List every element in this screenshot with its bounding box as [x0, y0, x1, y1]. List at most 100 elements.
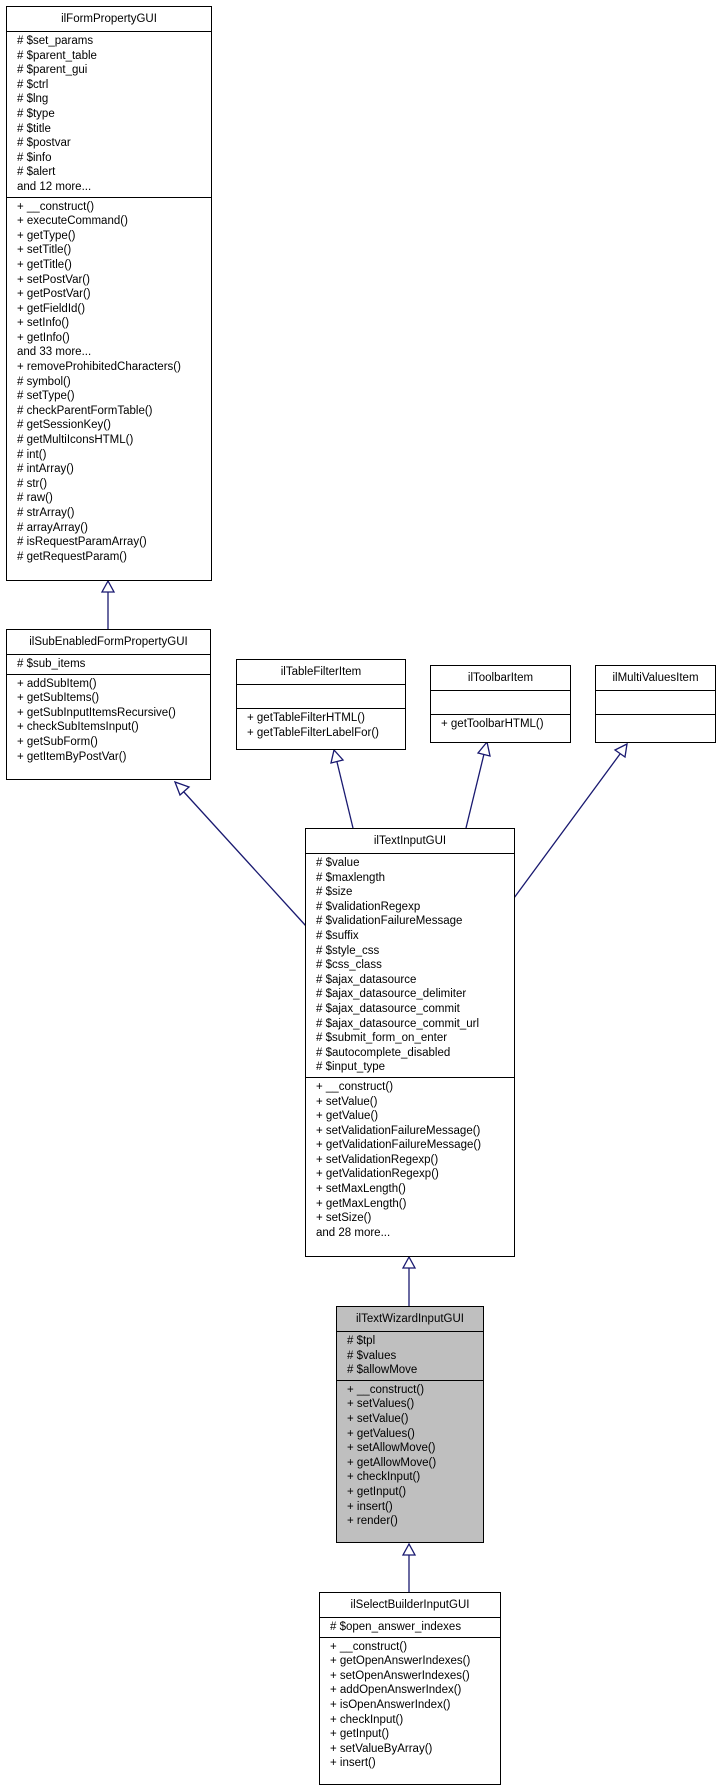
- class-member: # arrayArray(): [17, 521, 88, 534]
- class-member: # $ctrl: [17, 78, 49, 91]
- class-member: + getValidationFailureMessage(): [316, 1139, 482, 1152]
- class-name: ilTextInputGUI: [373, 835, 447, 847]
- class-member: + __construct(): [17, 200, 95, 213]
- attributes-section: # $sub_items: [7, 654, 210, 674]
- attributes-section: # $open_answer_indexes: [320, 1617, 500, 1637]
- class-box-iltextwizardinputgui[interactable]: ilTextWizardInputGUI # $tpl# $values# $a…: [336, 1306, 484, 1543]
- class-name: ilToolbarItem: [467, 672, 534, 684]
- class-box-iltextinputgui[interactable]: ilTextInputGUI # $value# $maxlength# $si…: [305, 828, 515, 1257]
- class-member: + getInput(): [330, 1728, 390, 1741]
- class-member: + __construct(): [316, 1080, 394, 1093]
- class-box-ilformpropertygui[interactable]: ilFormPropertyGUI # $set_params# $parent…: [6, 6, 212, 581]
- methods-section: [596, 714, 715, 742]
- class-box-ilselectbuilderinputgui[interactable]: ilSelectBuilderInputGUI # $open_answer_i…: [319, 1592, 501, 1785]
- class-member: # setType(): [17, 390, 75, 403]
- class-name: ilMultiValuesItem: [612, 672, 699, 684]
- class-member: # $values: [347, 1349, 397, 1362]
- arrowhead-tablefilter: [330, 748, 345, 764]
- class-member: # intArray(): [17, 463, 74, 476]
- class-member: + getSubInputItemsRecursive(): [17, 706, 176, 719]
- attributes-section: [431, 690, 570, 714]
- class-member: + getAllowMove(): [347, 1456, 437, 1469]
- class-member: # $style_css: [316, 944, 380, 957]
- class-member: # int(): [17, 448, 47, 461]
- class-member: # $parent_gui: [17, 64, 88, 77]
- attributes-section: [237, 684, 405, 708]
- class-member: + setSize(): [316, 1212, 372, 1225]
- class-member: + getValues(): [347, 1427, 415, 1440]
- class-member: + setValidationFailureMessage(): [316, 1124, 481, 1137]
- class-member: + getFieldId(): [17, 302, 86, 315]
- class-member: + __construct(): [347, 1383, 425, 1396]
- class-box-ilsubenabledformpropertygui[interactable]: ilSubEnabledFormPropertyGUI # $sub_items…: [6, 629, 211, 780]
- class-member: + insert(): [347, 1500, 393, 1513]
- class-name: ilTextWizardInputGUI: [355, 1313, 464, 1325]
- class-member: + executeCommand(): [17, 215, 128, 228]
- class-member: # symbol(): [17, 375, 71, 388]
- class-member: # $postvar: [17, 137, 71, 150]
- class-member: # $type: [17, 107, 55, 120]
- class-member: # $alert: [17, 166, 56, 179]
- class-member: + getSubItems(): [17, 692, 100, 705]
- more-members-note: and 12 more...: [17, 180, 92, 193]
- class-member: # $submit_form_on_enter: [316, 1032, 448, 1045]
- class-member: # raw(): [17, 492, 53, 505]
- class-box-iltoolbaritem[interactable]: ilToolbarItem + getToolbarHTML(): [430, 665, 571, 743]
- class-member: # $info: [17, 151, 52, 164]
- class-member: + setTitle(): [17, 244, 72, 257]
- class-member: # $parent_table: [17, 49, 97, 62]
- class-member: + setValidationRegexp(): [316, 1153, 439, 1166]
- class-member: # $allowMove: [347, 1364, 418, 1377]
- methods-section: + __construct()+ setValues()+ setValue()…: [337, 1379, 483, 1531]
- class-member: # $ajax_datasource_delimiter: [316, 988, 467, 1001]
- attributes-section: # $set_params# $parent_table# $parent_gu…: [7, 31, 211, 197]
- attributes-section: [596, 690, 715, 714]
- class-box-iltablefilteritem[interactable]: ilTableFilterItem + getTableFilterHTML()…: [236, 659, 406, 750]
- class-member: + getValidationRegexp(): [316, 1168, 439, 1181]
- edge-textinput-to-tablefilter: [336, 761, 354, 829]
- more-members-note: and 28 more...: [316, 1226, 391, 1239]
- class-member: # strArray(): [17, 507, 75, 519]
- class-member: # $maxlength: [316, 871, 386, 884]
- class-member: + insert(): [330, 1757, 376, 1770]
- class-member: # $input_type: [316, 1061, 386, 1074]
- class-member: + isOpenAnswerIndex(): [330, 1698, 451, 1711]
- class-name: ilTableFilterItem: [280, 666, 362, 678]
- attributes-section: # $tpl# $values# $allowMove: [337, 1331, 483, 1380]
- methods-section: + addSubItem()+ getSubItems()+ getSubInp…: [7, 673, 210, 767]
- methods-section: + __construct()+ executeCommand()+ getTy…: [7, 196, 211, 567]
- class-member: # $validationFailureMessage: [316, 915, 463, 928]
- class-member: + getSubForm(): [17, 735, 98, 748]
- class-member: # getRequestParam(): [17, 550, 127, 563]
- class-name: ilFormPropertyGUI: [61, 13, 157, 25]
- class-member: # $ajax_datasource_commit_url: [316, 1017, 480, 1030]
- class-member: + setAllowMove(): [347, 1442, 436, 1455]
- class-member: + checkSubItemsInput(): [17, 721, 139, 734]
- class-member: + setOpenAnswerIndexes(): [330, 1669, 470, 1682]
- class-box-ilmultivaluesitem[interactable]: ilMultiValuesItem: [595, 665, 716, 743]
- edge-textinput-to-multivalues: [513, 753, 621, 899]
- class-member: # $suffix: [316, 929, 359, 942]
- class-member: + setPostVar(): [17, 273, 90, 286]
- methods-section: + __construct()+ setValue()+ getValue()+…: [306, 1076, 514, 1243]
- class-member: + getInput(): [347, 1485, 407, 1498]
- class-member: + removeProhibitedCharacters(): [17, 361, 181, 374]
- class-member: + setValue(): [347, 1412, 409, 1425]
- class-member: + getItemByPostVar(): [17, 750, 127, 763]
- class-member: + setValueByArray(): [330, 1742, 433, 1755]
- class-member: # $lng: [17, 93, 49, 106]
- edge-textinput-to-toolbar: [465, 753, 485, 829]
- methods-section: + __construct()+ getOpenAnswerIndexes()+…: [320, 1636, 500, 1773]
- class-member: # $validationRegexp: [316, 900, 421, 913]
- attributes-section: # $value# $maxlength# $size# $validation…: [306, 853, 514, 1077]
- class-member: + getTableFilterLabelFor(): [247, 726, 379, 739]
- class-member: + getOpenAnswerIndexes(): [330, 1655, 471, 1668]
- class-member: + addOpenAnswerIndex(): [330, 1684, 462, 1697]
- methods-section: + getTableFilterHTML()+ getTableFilterLa…: [237, 708, 405, 742]
- class-member: # $value: [316, 857, 360, 869]
- class-member: # str(): [17, 477, 48, 490]
- class-member: + setMaxLength(): [316, 1183, 406, 1196]
- class-member: # $ajax_datasource_commit: [316, 1002, 460, 1015]
